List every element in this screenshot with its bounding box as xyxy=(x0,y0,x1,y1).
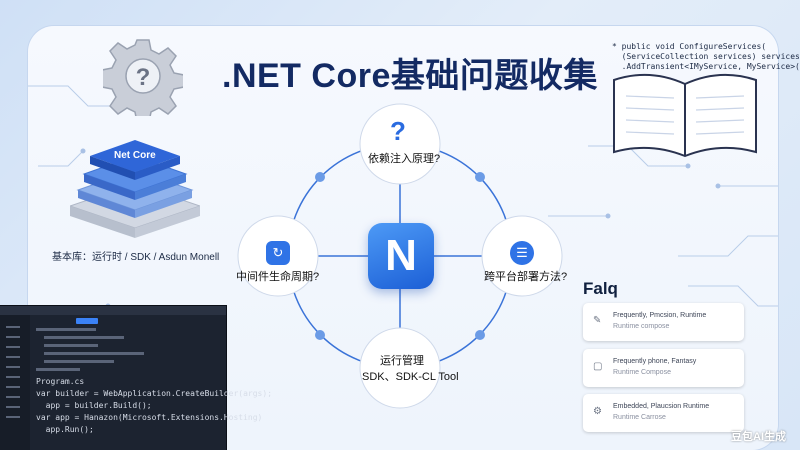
net-core-stack-icon xyxy=(70,140,200,238)
faq-item-title: Frequently, Pmcsion, Runtime xyxy=(613,312,707,319)
node-bottom-sublabel: SDK、SDK-CL Tool xyxy=(362,371,459,383)
faq-title: Falq xyxy=(583,279,618,298)
faq-card[interactable]: ⚙ Embedded, Plaucsion Runtime Runtime Ca… xyxy=(583,394,744,432)
code-line: (ServiceCollection services) services, xyxy=(612,52,800,61)
code-line: var builder = WebApplication.CreateBuild… xyxy=(36,389,273,398)
faq-item-title: Embedded, Plaucsion Runtime xyxy=(613,403,710,410)
code-line: app.Run(); xyxy=(36,425,94,434)
code-line: * public void ConfigureServices( xyxy=(612,42,767,51)
code-line: Program.cs xyxy=(36,377,85,386)
refresh-icon: ↻ xyxy=(266,241,290,265)
concept-diagram xyxy=(237,103,563,409)
faq-item-icon: ⚙ xyxy=(593,406,602,417)
node-top-label: 依赖注入原理? xyxy=(368,153,441,165)
node-right-label: 跨平台部署方法? xyxy=(484,271,568,283)
faq-item-subtitle: Runtime Compose xyxy=(613,369,671,376)
node-bottom-label: 运行管理 xyxy=(380,355,424,367)
question-mark-icon: ? xyxy=(390,116,406,146)
stack-label: Net Core xyxy=(114,150,156,161)
editor-title-bar xyxy=(0,306,226,315)
code-line: app = builder.Build(); xyxy=(36,401,152,410)
node-left-label: 中间件生命周期? xyxy=(236,271,320,283)
svg-text:?: ? xyxy=(136,64,151,91)
code-snippet: * public void ConfigureServices( (Servic… xyxy=(612,42,800,72)
code-line: var app = Hanazon(Microsoft.Extensions.H… xyxy=(36,413,263,422)
editor-code: Program.cs var builder = WebApplication.C… xyxy=(36,376,272,436)
faq-item-title: Frequently phone, Fantasy xyxy=(613,358,697,365)
open-book-icon xyxy=(613,73,757,158)
gear-question-icon: ? xyxy=(103,39,183,116)
faq-item-icon: ▢ xyxy=(593,361,603,372)
faq-item-subtitle: Runtime Carrose xyxy=(613,414,666,421)
code-line: .AddTransient<IMyService, MyService>() ) xyxy=(612,62,800,71)
faq-item-icon: ✎ xyxy=(593,315,602,326)
faq-item-subtitle: Runtime compose xyxy=(613,323,670,330)
faq-card[interactable]: ▢ Frequently phone, Fantasy Runtime Comp… xyxy=(583,349,744,387)
database-icon: ☰ xyxy=(510,241,534,265)
editor-decoration xyxy=(6,318,144,418)
stack-caption: 基本库：运行时 / SDK / Asdun Monell xyxy=(52,252,220,263)
faq-card[interactable]: ✎ Frequently, Pmcsion, Runtime Runtime c… xyxy=(583,303,744,341)
code-editor-window: Program.cs var builder = WebApplication.C… xyxy=(0,306,272,450)
dotnet-logo: N xyxy=(368,223,434,289)
page-title: .NET Core基础问题收集 xyxy=(222,57,598,95)
watermark: 豆包AI生成 xyxy=(731,431,786,443)
